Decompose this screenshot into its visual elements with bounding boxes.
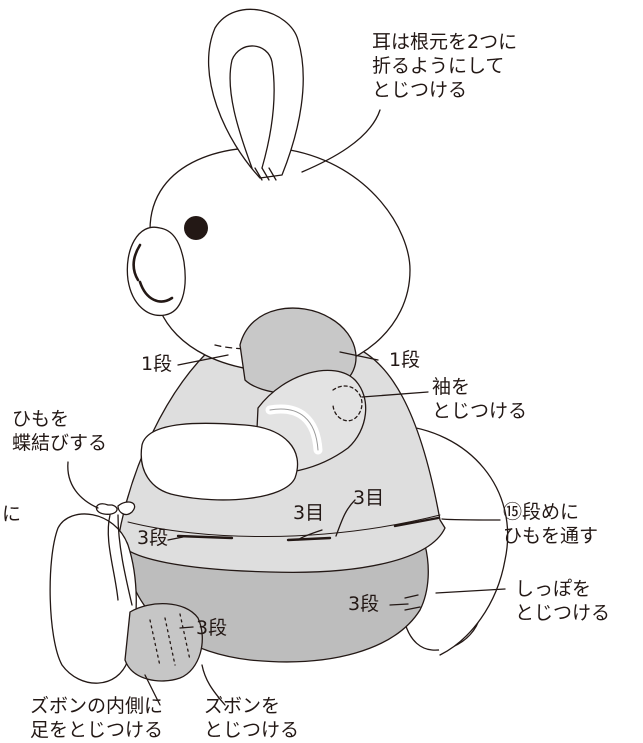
- leader-row3-left: [167, 536, 184, 541]
- cord-row: [127, 514, 441, 537]
- cord-note-line2: ひもを通す: [503, 525, 599, 547]
- leader-ear: [301, 109, 381, 173]
- leader-row1-left: [177, 354, 229, 366]
- row1-right-label: 1段: [389, 349, 421, 371]
- leader-sleeve: [361, 391, 429, 398]
- cord-note: ⑮段めに ひもを通す: [503, 500, 598, 548]
- leader-row3-foot: [179, 626, 194, 629]
- pants-attach-note: ズボンを とじつける: [204, 694, 299, 742]
- leader-row1-right: [339, 351, 379, 361]
- ear-note: 耳は根元を2つに 折るようにして とじつける: [372, 30, 517, 102]
- leader-pants-inner: [144, 674, 161, 706]
- pants-attach-note-line1: ズボンを: [204, 695, 281, 717]
- leader-tail: [435, 588, 506, 594]
- tail-note-line2: とじつける: [515, 602, 611, 624]
- row1-left-label: 1段: [141, 353, 173, 375]
- ear-shape: [207, 8, 304, 179]
- head-shape: [149, 146, 411, 373]
- pants-inner-note: ズボンの内側に 足をとじつける: [30, 694, 163, 742]
- sleeve-note-line1: 袖を: [432, 376, 471, 398]
- bow-note-line2: 蝶結びする: [12, 432, 108, 454]
- stitch3-a-label: 3目: [293, 502, 325, 524]
- leader-row3-tail: [389, 603, 409, 606]
- bow-note-line1: ひもを: [12, 408, 70, 430]
- leader-pants-attach: [201, 664, 226, 706]
- ear-note-line2: 折るようにして: [372, 55, 505, 77]
- stitch3-b-label: 3目: [353, 487, 385, 509]
- leader-stitch-b: [335, 499, 356, 537]
- pants-inner-note-line1: ズボンの内側に: [30, 695, 164, 717]
- ear-note-line3: とじつける: [372, 79, 468, 101]
- muzzle-shape: [126, 226, 186, 317]
- row3-left-label: 3段: [137, 527, 169, 549]
- leader-bow: [67, 461, 99, 509]
- hand-shape: [140, 422, 299, 501]
- ear-note-line1: 耳は根元を2つに: [372, 31, 518, 53]
- ear-inner: [229, 45, 275, 169]
- leader-cord: [441, 518, 501, 521]
- leg-cuff: [124, 602, 203, 682]
- sleeve-note-line2: とじつける: [432, 400, 528, 422]
- bow-note: ひもを 蝶結びする: [12, 407, 107, 455]
- sleeve-note: 袖を とじつける: [432, 375, 527, 423]
- tail-note-line1: しっぽを: [515, 578, 592, 600]
- foot-shape: [49, 513, 137, 684]
- cord-note-line1: ⑮段めに: [503, 501, 580, 523]
- row3-tail-label: 3段: [348, 593, 380, 615]
- eye-dot: [184, 216, 208, 240]
- partial-left-label: に: [2, 503, 22, 525]
- pants-inner-note-line2: 足をとじつける: [30, 719, 164, 741]
- leader-stitch-a: [297, 529, 323, 541]
- bow-knot: [95, 501, 136, 516]
- row3-foot-label: 3段: [196, 617, 228, 639]
- pants-attach-note-line2: とじつける: [204, 719, 300, 741]
- tail-note: しっぽを とじつける: [515, 577, 610, 625]
